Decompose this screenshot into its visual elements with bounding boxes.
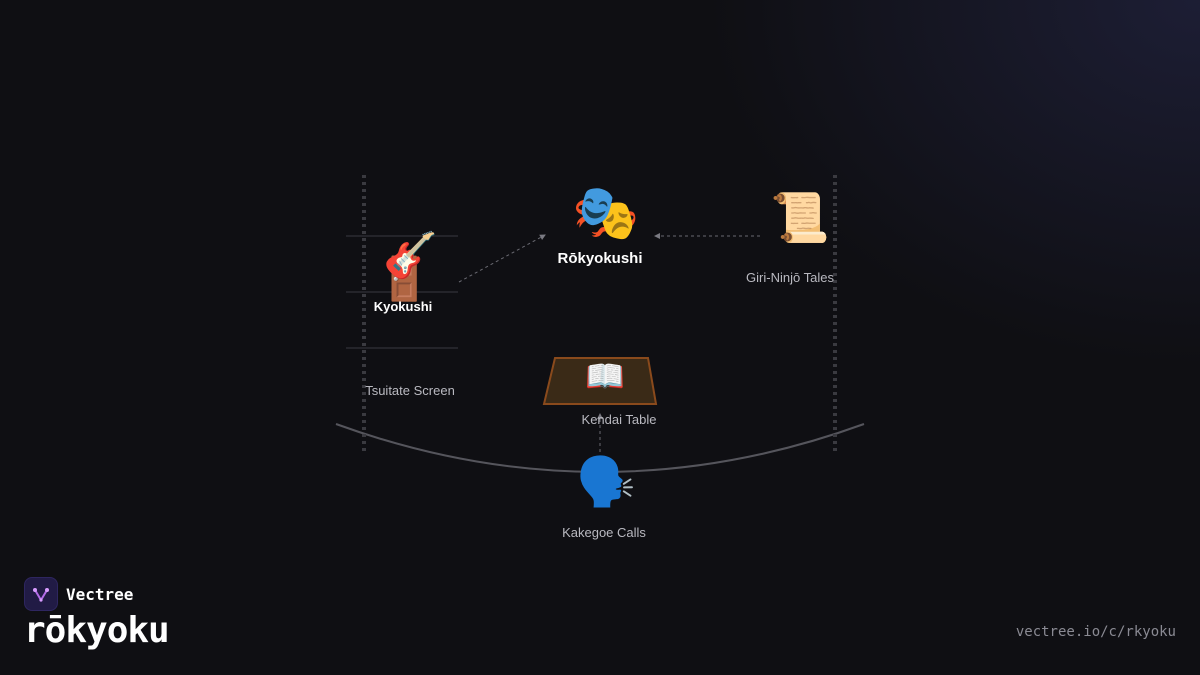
performing-arts-masks-icon: 🎭 bbox=[572, 181, 640, 244]
speaking-head-icon: 🗣️ bbox=[576, 454, 636, 510]
page-title: rōkyoku bbox=[24, 610, 170, 651]
kendai-label: Kendai Table bbox=[581, 412, 657, 427]
center-node-label: Rōkyokushi bbox=[557, 250, 643, 267]
brand-name: Vectree bbox=[66, 584, 134, 604]
stage-edge-curve bbox=[335, 423, 865, 473]
open-book-icon: 📖 bbox=[585, 357, 625, 395]
scroll-icon: 📜 bbox=[770, 190, 830, 246]
kendai-table-shape bbox=[542, 357, 658, 405]
brand: Vectree bbox=[24, 577, 133, 611]
tsuitate-label: Tsuitate Screen bbox=[365, 383, 455, 398]
vectree-logo-icon bbox=[24, 577, 58, 611]
kyokushi-label: Kyokushi bbox=[373, 299, 433, 314]
door-icon: 🚪 bbox=[378, 254, 431, 303]
arrow-kyokushi-to-center bbox=[458, 234, 546, 283]
kakegoe-label: Kakegoe Calls bbox=[562, 525, 646, 540]
tales-label: Giri-Ninjō Tales bbox=[746, 270, 834, 285]
source-url: vectree.io/c/rkyoku bbox=[1015, 624, 1176, 640]
guitar-icon: 🎸 bbox=[383, 230, 438, 281]
